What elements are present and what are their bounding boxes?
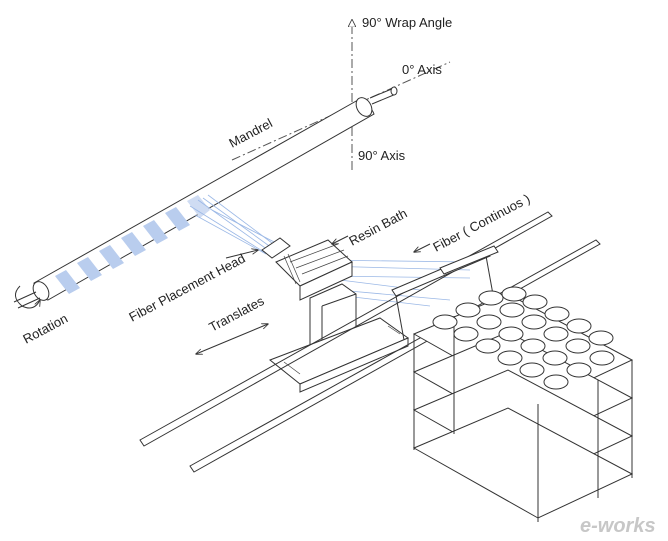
label-arrows: [196, 235, 431, 354]
fiber-placement-head: [261, 237, 353, 301]
svg-text:e-works: e-works: [580, 515, 656, 537]
e-works-logo: e-works: [580, 515, 656, 537]
zero-axis-label: 0° Axis: [402, 62, 442, 77]
translate-arrow: [196, 324, 268, 354]
wrap-angle-label: 90° Wrap Angle: [362, 15, 452, 30]
mandrel-near-cap: [32, 281, 50, 301]
fiber-label: Fiber ( Continuos ): [430, 191, 532, 255]
mandrel: [13, 86, 398, 309]
resin-bath-label: Resin Bath: [346, 206, 409, 249]
wound-fiber-bands: [55, 195, 210, 294]
fiber-guide-frame: [391, 245, 499, 341]
mandrel-shaft-end: [369, 87, 395, 99]
axis-lines: [231, 20, 451, 170]
mandrel-label: Mandrel: [226, 115, 275, 150]
fiber-strands-to-mandrel: [189, 194, 281, 255]
carriage-base: [269, 317, 410, 393]
rotation-icon: [15, 285, 40, 309]
mandrel-end-cap: [355, 97, 373, 117]
spools: [432, 286, 615, 390]
rotation-label: Rotation: [20, 311, 70, 347]
ninety-axis-label: 90° Axis: [358, 148, 406, 163]
